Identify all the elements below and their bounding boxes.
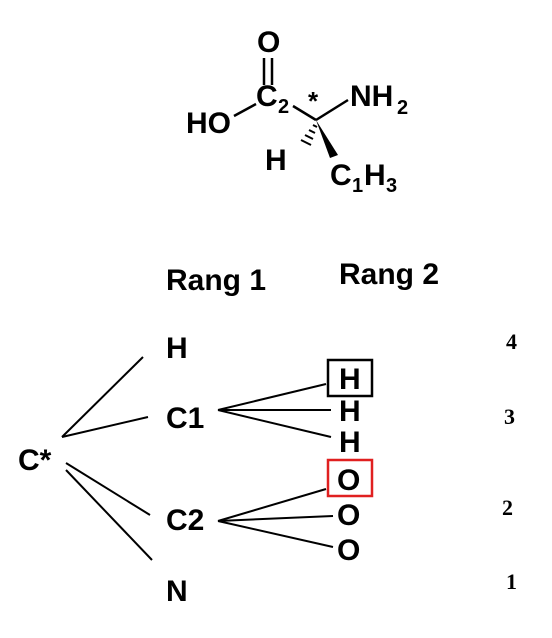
wedge-bond-methyl (316, 120, 338, 158)
methyl-carbon-label: C (330, 159, 352, 192)
hashed-bond-hydrogen (300, 124, 318, 146)
branch-center-c2 (65, 462, 151, 516)
rank2-c1-h2: H (339, 395, 361, 428)
priority-2: 2 (502, 495, 513, 520)
carboxyl-carbon-subscript: 2 (278, 96, 289, 118)
c1-highlight-box (326, 358, 374, 398)
stereocenter-marker: * (308, 86, 319, 116)
priority-3: 3 (504, 404, 515, 429)
branch-c2-o1 (217, 488, 327, 522)
hydrogen-label: H (265, 144, 287, 177)
branch-c2-o3 (217, 520, 334, 548)
amine-bond (315, 98, 349, 122)
carboxyl-carbon-label: C (256, 80, 278, 113)
rank2-header: Rang 2 (339, 258, 439, 291)
rank1-header: Rang 1 (166, 264, 266, 297)
hydroxyl-bond (233, 102, 257, 118)
branch-center-n (65, 469, 153, 561)
branch-c1-h3 (217, 409, 332, 438)
rank2-c2-o3: O (337, 534, 360, 567)
branch-center-c1 (61, 416, 149, 438)
rank1-item-n: N (166, 575, 188, 608)
rank2-c1-h1: H (339, 363, 361, 396)
branch-c1-h1 (217, 383, 327, 411)
methyl-hydrogen-subscript: 3 (386, 175, 397, 197)
c2-stereocenter-bond (292, 104, 317, 122)
rank2-c2-o2: O (337, 499, 360, 532)
amine-subscript: 2 (397, 97, 408, 119)
rank1-item-c2: C2 (166, 504, 204, 537)
priority-1: 1 (506, 569, 517, 594)
rank1-item-h: H (166, 332, 188, 365)
hydroxyl-label: HO (186, 107, 231, 140)
methyl-carbon-subscript: 1 (352, 175, 363, 197)
stereocenter-label: C* (18, 444, 52, 477)
amine-label: NH (350, 80, 393, 113)
rank2-c1-h3: H (339, 426, 361, 459)
rank2-c2-o1: O (337, 464, 360, 497)
methyl-hydrogen-label: H (364, 159, 386, 192)
priority-4: 4 (506, 329, 517, 354)
branch-c2-o2 (217, 515, 334, 522)
c2-highlight-box (326, 458, 374, 498)
tree-branches (61, 356, 334, 561)
carbonyl-oxygen-label: O (257, 26, 280, 59)
branch-center-h (61, 356, 144, 438)
alanine-structure: O HO C 2 * NH 2 H C 1 H 3 (186, 26, 408, 197)
rank1-item-c1: C1 (166, 402, 204, 435)
